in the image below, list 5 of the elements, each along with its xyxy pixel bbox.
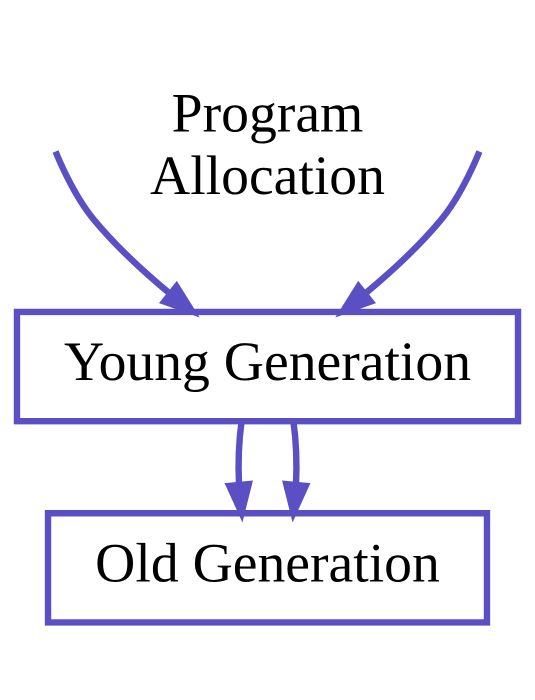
node-box: Old Generation bbox=[44, 510, 490, 626]
node-box: Young Generation bbox=[14, 308, 522, 424]
arrow bbox=[335, 150, 482, 317]
arrow bbox=[52, 150, 200, 317]
label: Program Allocation bbox=[150, 82, 385, 206]
